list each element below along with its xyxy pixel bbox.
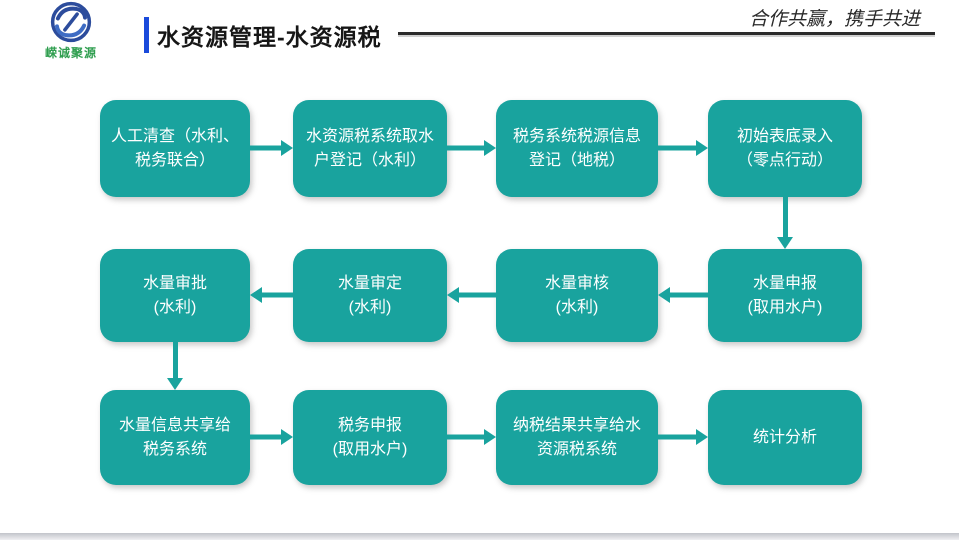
flow-box-water-determination: 水量审定 (水利) bbox=[293, 249, 447, 342]
flow-box-label: (水利) bbox=[153, 298, 197, 316]
flow-box-manual-inventory: 人工清查（水利、 税务联合） bbox=[100, 100, 250, 197]
flow-box-share-water-info-to-tax: 水量信息共享给 税务系统 bbox=[100, 390, 250, 485]
flow-box-statistics-analysis: 统计分析 bbox=[708, 390, 862, 485]
flow-box-label: 水量信息共享给 bbox=[118, 417, 231, 435]
slide-bottom-band bbox=[0, 533, 959, 540]
flow-arrow-right-icon bbox=[250, 140, 293, 156]
flow-arrow-right-icon bbox=[658, 429, 708, 445]
flow-box-label: 统计分析 bbox=[752, 428, 817, 446]
flow-box-intake-user-registration: 水资源税系统取水 户登记（水利） bbox=[293, 100, 447, 197]
flow-box-tax-declaration: 税务申报 (取用水户) bbox=[293, 390, 447, 485]
flow-arrow-left-icon bbox=[250, 287, 293, 303]
flow-arrow-down-icon bbox=[167, 342, 183, 390]
flow-box-initial-meter-entry: 初始表底录入 （零点行动） bbox=[708, 100, 862, 197]
flow-box-label: (水利) bbox=[555, 298, 599, 316]
flow-arrow-down-icon bbox=[777, 197, 793, 249]
flow-box-label: 纳税结果共享给水 bbox=[512, 417, 641, 435]
header-divider-line bbox=[398, 32, 935, 35]
flow-box-label: 税务申报 bbox=[337, 417, 402, 435]
logo-emblem-icon bbox=[50, 1, 92, 43]
flow-box-label: 资源税系统 bbox=[536, 440, 617, 458]
title-accent-bar bbox=[144, 17, 149, 53]
flow-box-label: (取用水户) bbox=[747, 298, 823, 316]
flow-box-label: （零点行动） bbox=[736, 151, 833, 169]
flow-box-label: 税务联合） bbox=[134, 151, 215, 169]
flow-box-tax-result-share-back: 纳税结果共享给水 资源税系统 bbox=[496, 390, 658, 485]
flow-box-label: 水量审定 bbox=[337, 275, 402, 293]
flow-arrow-left-icon bbox=[658, 287, 708, 303]
flow-box-label: (取用水户) bbox=[332, 440, 408, 458]
flow-arrow-right-icon bbox=[658, 140, 708, 156]
flow-arrow-right-icon bbox=[250, 429, 293, 445]
flow-arrow-right-icon bbox=[447, 140, 496, 156]
flow-box-tax-source-registration: 税务系统税源信息 登记（地税） bbox=[496, 100, 658, 197]
flow-box-label: 初始表底录入 bbox=[736, 128, 833, 146]
flow-box-water-approval: 水量审批 (水利) bbox=[100, 249, 250, 342]
flow-box-label: 水量审批 bbox=[142, 275, 207, 293]
flow-box-label: 户登记（水利） bbox=[313, 151, 426, 169]
flow-box-label: 水资源税系统取水 bbox=[305, 128, 434, 146]
flow-box-label: 水量审核 bbox=[544, 275, 609, 293]
flow-box-water-review: 水量审核 (水利) bbox=[496, 249, 658, 342]
flow-box-label: 水量申报 bbox=[752, 275, 817, 293]
flow-arrow-left-icon bbox=[447, 287, 496, 303]
flow-box-label: 人工清查（水利、 bbox=[110, 128, 239, 146]
flow-box-label: 税务系统 bbox=[142, 440, 207, 458]
slogan-text: 合作共赢，携手共进 bbox=[748, 9, 920, 30]
flow-box-label: 税务系统税源信息 bbox=[512, 128, 641, 146]
flow-arrow-right-icon bbox=[447, 429, 496, 445]
logo-text: 嵘诚聚源 bbox=[44, 46, 97, 60]
flow-box-water-declaration: 水量申报 (取用水户) bbox=[708, 249, 862, 342]
page-title: 水资源管理-水资源税 bbox=[157, 24, 382, 50]
flow-box-label: (水利) bbox=[348, 298, 392, 316]
company-logo: 嵘诚聚源 bbox=[36, 1, 106, 61]
flow-box-label: 登记（地税） bbox=[528, 151, 625, 169]
